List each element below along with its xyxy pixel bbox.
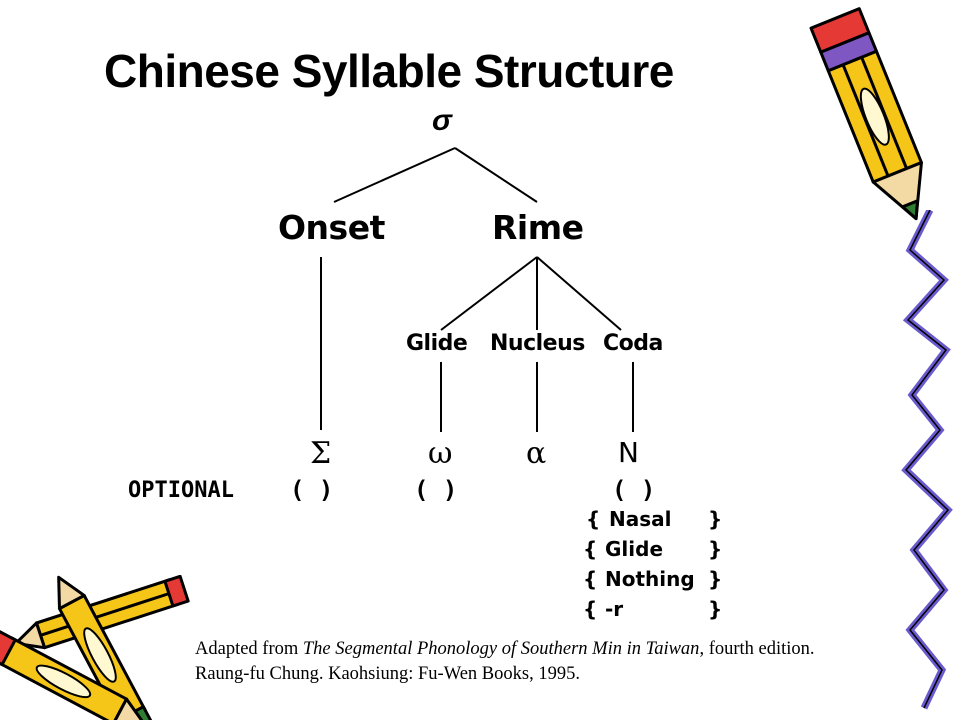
crossed-pencils-icon [0, 575, 190, 720]
coda-option-open: { [586, 507, 601, 531]
coda-option-open: { [583, 597, 598, 621]
coda-option-close: } [708, 597, 723, 621]
glide-optional-paren: ( ) [414, 476, 458, 504]
coda-optional-paren: ( ) [612, 476, 656, 504]
rime-node: Rime [492, 208, 584, 247]
page-title: Chinese Syllable Structure [104, 45, 674, 97]
coda-option-label: Nothing [605, 567, 695, 591]
onset-optional-paren: ( ) [290, 476, 334, 504]
coda-option-open: { [583, 567, 598, 591]
coda-options: { Nasal } { Glide } { Nothing } { -r } [583, 507, 733, 627]
coda-option-row: { Nothing } [583, 567, 733, 597]
coda-option-row: { -r } [583, 597, 733, 627]
coda-node: Coda [603, 331, 663, 356]
caption-book-title: The Segmental Phonology of Southern Min … [302, 639, 700, 659]
edge-root-onset [333, 147, 456, 203]
edge-rime-coda [536, 256, 622, 331]
coda-symbol: N [618, 436, 639, 469]
source-caption: Adapted from The Segmental Phonology of … [195, 637, 855, 687]
pencil-clipart-icon [809, 7, 923, 221]
coda-option-close: } [708, 537, 723, 561]
edge-rime-glide [440, 256, 538, 331]
edge-root-rime [454, 147, 538, 203]
glide-symbol: ω [428, 436, 453, 471]
syllable-root: σ [432, 104, 452, 137]
coda-option-open: { [583, 537, 598, 561]
nucleus-symbol: α [526, 436, 547, 471]
optional-label: OPTIONAL [128, 478, 234, 503]
coda-option-label: Nasal [609, 507, 672, 531]
caption-prefix: Adapted from [195, 639, 303, 659]
coda-option-label: Glide [605, 537, 664, 561]
coda-option-row: { Nasal } [583, 507, 733, 537]
scribble-decoration-icon [901, 210, 953, 710]
onset-node: Onset [278, 208, 385, 247]
coda-option-close: } [708, 507, 723, 531]
coda-option-label: -r [605, 597, 624, 621]
onset-symbol: Σ [310, 436, 332, 471]
coda-option-row: { Glide } [583, 537, 733, 567]
coda-option-close: } [708, 567, 723, 591]
glide-node: Glide [406, 331, 468, 356]
caption-suffix: , fourth edition. Raung-fu Chung. Kaohsi… [195, 639, 815, 684]
nucleus-node: Nucleus [490, 331, 585, 356]
